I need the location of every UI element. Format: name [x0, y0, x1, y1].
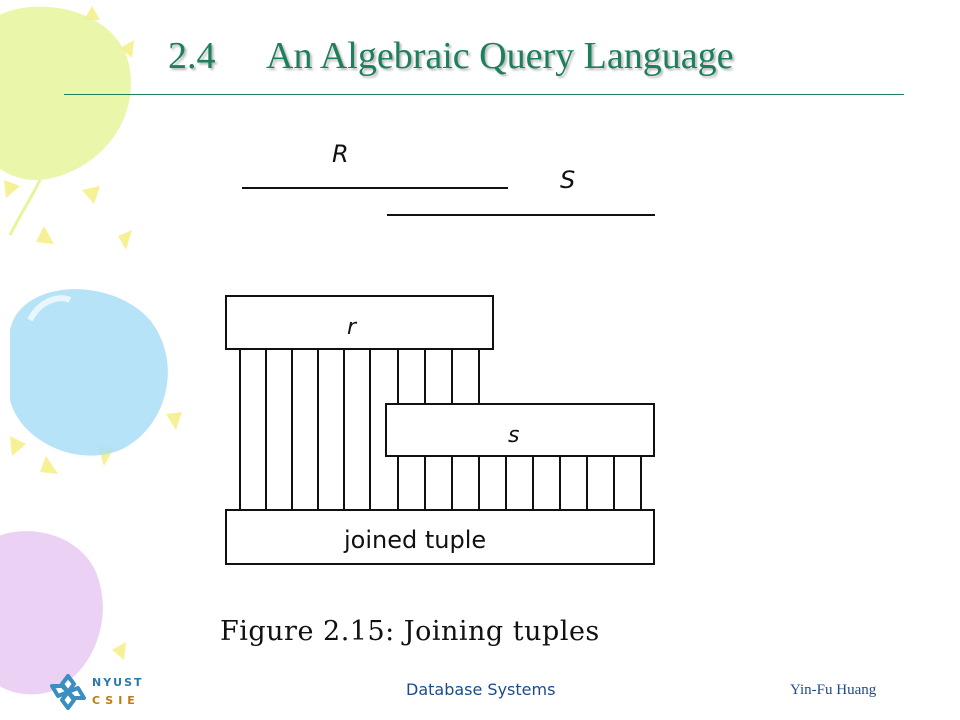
ray-7	[10, 436, 26, 456]
relation-s-label: S	[560, 166, 575, 194]
r-attribute-columns	[239, 349, 480, 510]
ray-11	[112, 642, 126, 660]
ray-9	[98, 446, 114, 466]
balloon-purple	[0, 531, 103, 695]
slide-title: 2.4 An Algebraic Query Language	[168, 34, 733, 78]
ray-3	[82, 186, 100, 204]
footer-author: Yin-Fu Huang	[790, 682, 877, 698]
logo-line-1: NYUST	[92, 676, 144, 689]
s-attribute-columns	[397, 456, 642, 510]
joined-tuple-box	[225, 509, 655, 565]
title-text: An Algebraic Query Language	[266, 35, 734, 77]
tuple-s-label: s	[508, 423, 519, 448]
snowflake-logo-icon	[50, 674, 86, 710]
logo-line-2: CSIE	[92, 694, 140, 707]
balloon-blue-highlight	[27, 295, 72, 322]
section-number: 2.4	[168, 35, 216, 77]
ray-1	[84, 6, 100, 20]
tuple-r-box	[225, 295, 494, 350]
balloon-blue	[10, 289, 168, 456]
nyust-csie-logo: NYUST CSIE	[48, 672, 158, 712]
joining-tuples-figure: R S r s joined tuple	[225, 140, 655, 565]
ray-5	[36, 226, 54, 244]
ray-10	[166, 412, 182, 430]
balloon-green-string	[8, 179, 42, 236]
joined-tuple-label: joined tuple	[343, 526, 486, 554]
figure-caption: Figure 2.15: Joining tuples	[220, 616, 600, 647]
ray-4	[4, 180, 20, 198]
ray-2	[120, 40, 134, 58]
ray-8	[40, 456, 58, 474]
ray-6	[118, 230, 132, 250]
relation-r-label: R	[332, 140, 349, 168]
title-rule	[64, 94, 904, 95]
tuple-s-box	[385, 403, 655, 457]
tuple-r-label: r	[347, 315, 358, 340]
footer-course-title: Database Systems	[406, 680, 556, 699]
